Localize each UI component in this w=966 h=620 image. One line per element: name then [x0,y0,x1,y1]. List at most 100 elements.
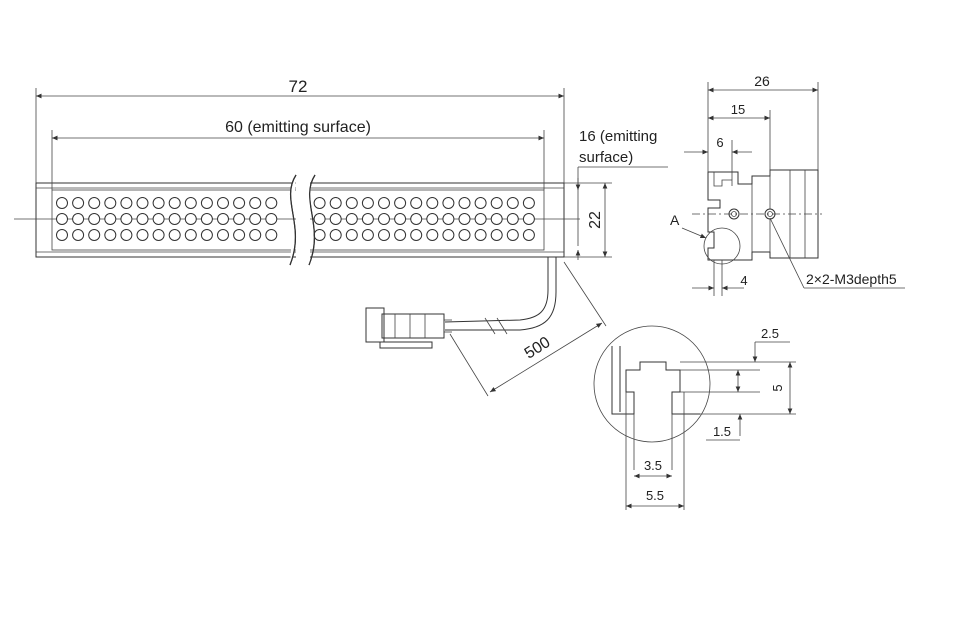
led-hole [265,229,278,241]
led-hole [426,229,439,241]
led-hole [152,229,165,241]
led-hole [249,197,262,209]
led-hole [200,229,213,241]
led-hole [168,229,181,241]
led-hole [426,213,439,225]
led-hole [458,229,471,241]
dim-side-4: 4 [692,260,748,296]
led-hole [442,229,455,241]
led-hole [249,229,262,241]
led-hole [394,197,407,209]
led-hole [56,197,68,209]
led-hole [345,213,358,225]
led-hole [233,197,246,209]
connector [365,307,452,349]
led-hole [313,213,326,225]
dim-15-label: 15 [731,102,745,117]
led-hole [136,197,149,209]
dim-16-label-line2: surface) [579,149,633,166]
led-hole [88,229,101,241]
dim-1-5-label: 1.5 [713,424,731,439]
side-profile [707,169,819,261]
dim-2-5-label: 2.5 [761,326,779,341]
led-hole [120,213,133,225]
detail-a-label: A [670,212,680,228]
dim-emitting-length: 60 (emitting surface) [51,119,545,190]
dim-detail-5-5: 5.5 [626,488,684,509]
side-view: A [670,169,822,265]
led-hole [458,197,471,209]
led-hole [442,197,455,209]
led-hole [56,229,68,241]
led-hole [329,213,342,225]
led-hole [104,229,117,241]
led-hole [152,197,165,209]
led-hole [120,229,133,241]
led-hole [361,197,374,209]
led-hole [329,229,342,241]
dim-22-label: 22 [587,211,604,229]
dim-72-label: 72 [289,77,308,96]
dim-26-label: 26 [754,73,770,89]
mounting-note-label: 2×2-M3depth5 [806,271,897,287]
led-hole [361,229,374,241]
dim-500-label: 500 [522,334,554,363]
led-hole [329,197,342,209]
dim-16-label-line1: 16 (emitting [579,128,657,145]
led-hole [56,213,68,225]
led-hole [184,213,197,225]
led-hole [249,213,262,225]
led-hole [394,213,407,225]
mounting-note: 2×2-M3depth5 [769,217,905,289]
led-hole [361,213,374,225]
led-hole [474,213,487,225]
led-hole [345,197,358,209]
led-hole [217,197,229,209]
led-hole [442,213,455,225]
led-hole [490,229,503,241]
dim-3-5-label: 3.5 [644,458,662,473]
led-hole [72,213,85,225]
led-hole [378,213,390,225]
led-hole [474,229,487,241]
led-hole [490,197,503,209]
led-hole [217,229,229,241]
cable-assembly [365,257,557,349]
led-hole [184,197,197,209]
dim-side-6: 6 [684,135,752,180]
led-hole [104,197,117,209]
led-hole [506,229,519,241]
led-hole [426,197,439,209]
dim-5-5-label: 5.5 [646,488,664,503]
led-hole [313,229,326,241]
front-view [14,174,580,266]
led-hole [506,213,519,225]
led-hole [233,229,246,241]
led-hole [474,197,487,209]
detail-a-view [593,325,796,510]
led-grid [56,197,535,241]
dim-detail-1-5: 1.5 [706,414,743,441]
dim-5-label: 5 [770,384,785,391]
led-hole [458,213,471,225]
dim-detail-2-5: 2.5 [752,326,790,362]
dim-side-width: 26 [707,73,819,172]
led-hole [378,197,390,209]
led-hole [265,197,278,209]
detail-a-circle [703,227,741,265]
led-hole [136,213,149,225]
detail-profile [611,346,700,415]
led-hole [522,229,535,241]
dim-detail-3-5: 3.5 [634,458,672,479]
led-hole [345,229,358,241]
dim-detail-5: 5 [770,362,793,414]
dim-emitting-width: 16 (emitting surface) [575,128,668,260]
dim-4-label: 4 [740,273,747,288]
led-hole [394,229,407,241]
led-hole [522,213,535,225]
led-hole [200,197,213,209]
led-hole [410,229,423,241]
led-hole [410,213,423,225]
